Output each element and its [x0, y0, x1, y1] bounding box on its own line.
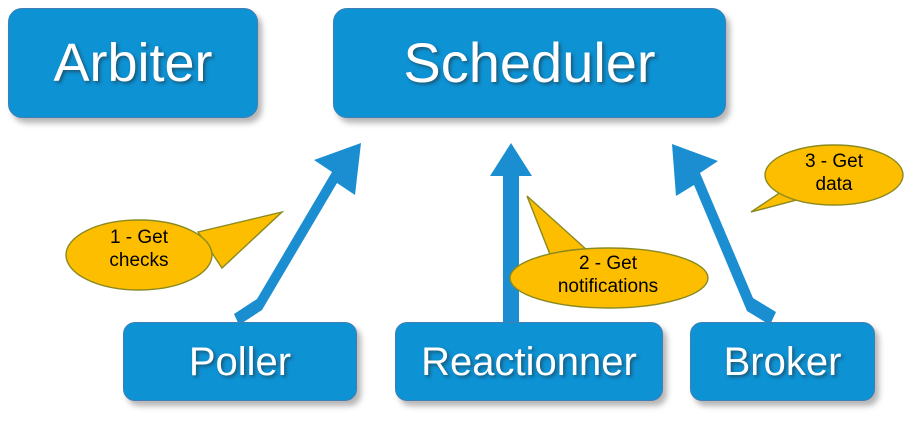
node-broker[interactable]: Broker [690, 322, 875, 401]
callout-bubble-3 [750, 144, 904, 213]
callout-bubble-2 [509, 195, 709, 309]
arrow-poller-to-scheduler [234, 143, 361, 325]
node-arbiter[interactable]: Arbiter [8, 8, 258, 118]
node-reactionner-label: Reactionner [421, 339, 637, 384]
node-scheduler-label: Scheduler [403, 31, 656, 94]
callout-bubble-1 [65, 210, 285, 291]
node-scheduler[interactable]: Scheduler [333, 8, 726, 118]
node-poller[interactable]: Poller [123, 322, 357, 401]
node-broker-label: Broker [723, 339, 842, 384]
node-reactionner[interactable]: Reactionner [395, 322, 663, 401]
node-arbiter-label: Arbiter [53, 33, 213, 93]
arrow-broker-to-scheduler [672, 144, 776, 325]
node-poller-label: Poller [188, 339, 292, 384]
arrow-reactionner-to-scheduler [490, 143, 532, 325]
